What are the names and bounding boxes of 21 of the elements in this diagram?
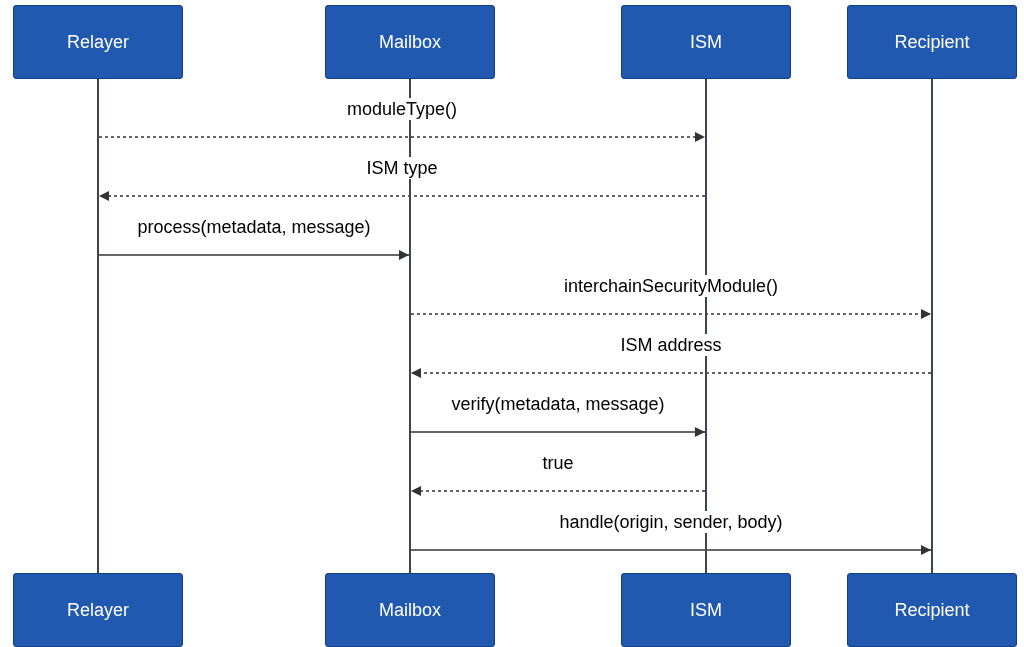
participant-box: Recipient	[847, 5, 1017, 79]
message-arrow	[98, 250, 410, 260]
message-arrow	[98, 132, 706, 142]
lifeline	[931, 79, 933, 573]
edge-label: handle(origin, sender, body)	[557, 511, 785, 533]
message-arrow	[410, 545, 932, 555]
participant-box: Recipient	[847, 573, 1017, 647]
lifeline	[97, 79, 99, 573]
participant-box: ISM	[621, 5, 791, 79]
participant-box: ISM	[621, 573, 791, 647]
participant-box: Mailbox	[325, 573, 495, 647]
message-arrow	[410, 368, 932, 378]
message-arrow	[410, 309, 932, 319]
message-arrow	[98, 191, 706, 201]
participant-box: Relayer	[13, 573, 183, 647]
participant-box: Mailbox	[325, 5, 495, 79]
message-arrow	[410, 486, 706, 496]
lifeline	[705, 79, 707, 573]
lifeline	[409, 79, 411, 573]
message-arrow	[410, 427, 706, 437]
participant-box: Relayer	[13, 5, 183, 79]
